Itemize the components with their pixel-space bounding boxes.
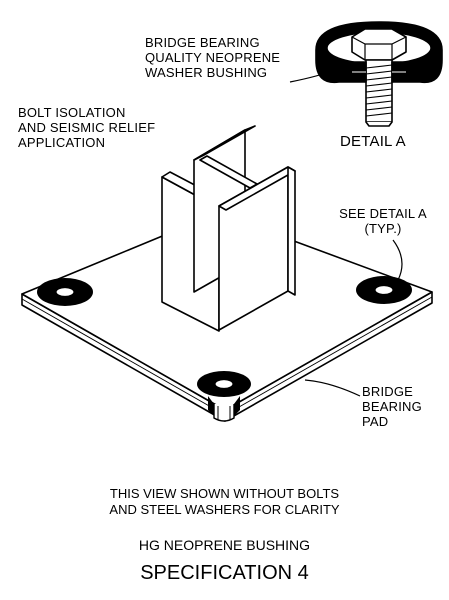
see-detail-line-1: SEE DETAIL A [339, 206, 427, 221]
bearing-pad-line-2: BEARING [362, 399, 422, 414]
washer-label-line-2: QUALITY NEOPRENE [145, 50, 281, 65]
bolt-isolation-line-2: AND SEISMIC RELIEF [18, 120, 156, 135]
see-detail-label: SEE DETAIL A (TYP.) [334, 206, 432, 236]
clarity-note: THIS VIEW SHOWN WITHOUT BOLTS AND STEEL … [0, 486, 449, 518]
bolt-isolation-line-1: BOLT ISOLATION [18, 105, 126, 120]
leader-lines [289, 69, 403, 397]
i-beam-column [161, 125, 296, 332]
specification-text: SPECIFICATION 4 [140, 562, 309, 584]
product-name: HG NEOPRENE BUSHING [0, 537, 449, 553]
bolt-isolation-label: BOLT ISOLATION AND SEISMIC RELIEF APPLIC… [18, 105, 155, 150]
detail-a-bolt [315, 21, 443, 127]
product-name-text: HG NEOPRENE BUSHING [138, 537, 311, 553]
washer-left [37, 278, 93, 306]
detail-a-text: DETAIL A [340, 133, 406, 150]
washer-label-line-1: BRIDGE BEARING [145, 35, 260, 50]
washer-bushing-label: BRIDGE BEARING QUALITY NEOPRENE WASHER B… [145, 35, 280, 80]
see-detail-line-2: (TYP.) [364, 221, 402, 236]
bearing-pad-line-1: BRIDGE [362, 384, 414, 399]
washer-front-cutaway [197, 371, 251, 422]
clarity-note-line-1: THIS VIEW SHOWN WITHOUT BOLTS [109, 486, 340, 501]
bolt-isolation-line-3: APPLICATION [18, 135, 106, 150]
detail-a-label: DETAIL A [340, 134, 406, 149]
specification-title: SPECIFICATION 4 [0, 562, 449, 584]
washer-right [356, 276, 412, 304]
bearing-pad-label: BRIDGE BEARING PAD [362, 384, 422, 429]
clarity-note-line-2: AND STEEL WASHERS FOR CLARITY [109, 502, 340, 517]
washer-label-line-3: WASHER BUSHING [145, 65, 268, 80]
bearing-pad-line-3: PAD [362, 414, 389, 429]
